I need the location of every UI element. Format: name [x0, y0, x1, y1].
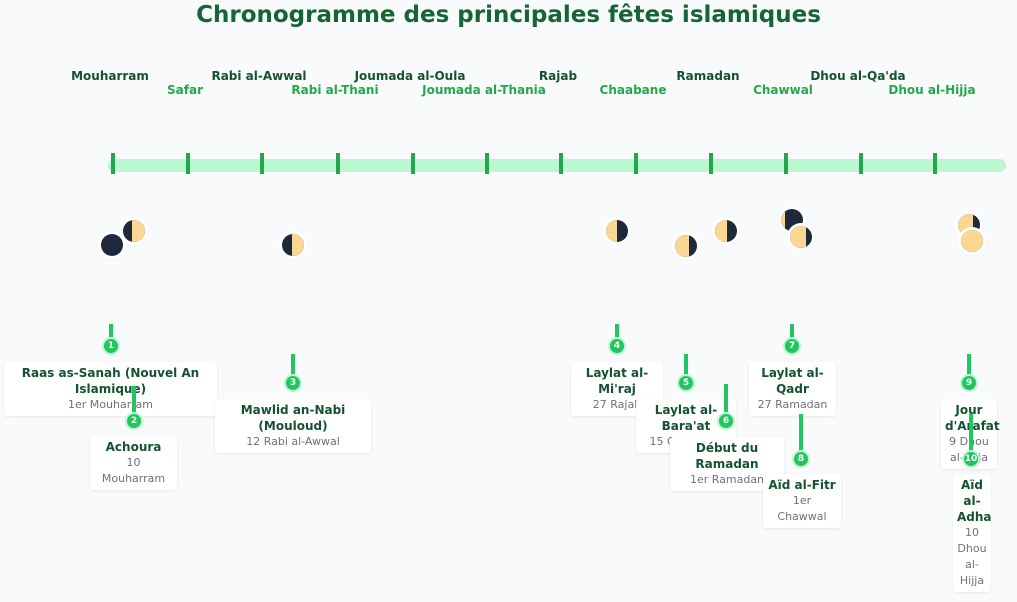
month-tick	[634, 153, 638, 174]
event-stem	[799, 414, 803, 451]
month-label: Chawwal	[753, 83, 813, 97]
event-stem	[132, 386, 136, 414]
event-date: 27 Ramadan	[757, 398, 828, 411]
month-label: Rajab	[538, 69, 578, 83]
moon-phase-icon	[123, 220, 145, 242]
event-number-badge: 2	[125, 412, 143, 430]
moon-phase-icon	[282, 234, 304, 256]
event-card: Aïd al-Fitr 1er Chawwal	[763, 474, 841, 528]
event-name: Laylat al-Qadr	[761, 366, 824, 396]
month-label: Joumada al-Thania	[422, 83, 546, 97]
moon-phase-icon	[790, 226, 812, 248]
month-tick	[260, 153, 264, 174]
moon-phase-icon	[715, 220, 737, 242]
month-tick	[485, 153, 489, 174]
moon-phase-icon	[101, 234, 123, 256]
event-name: Laylat al-Bara'at	[654, 403, 718, 433]
event-name: Aïd al-Fitr	[768, 478, 836, 492]
event-name: Mawlid an-Nabi (Mouloud)	[240, 403, 346, 433]
event-card: Achoura 10 Mouharram	[90, 436, 177, 490]
event-date: 10 Dhou al-Hijja	[957, 526, 987, 587]
event-stem	[615, 324, 619, 338]
month-label: Chaabane	[599, 83, 667, 97]
event-date: 1er Mouharram	[68, 398, 153, 411]
event-date: 1er Ramadan	[689, 473, 765, 486]
event-number-badge: 5	[677, 374, 695, 392]
month-tick	[336, 153, 340, 174]
event-number-badge: 1	[102, 337, 120, 355]
month-tick	[933, 153, 937, 174]
event-stem	[967, 354, 971, 375]
event-card: Mawlid an-Nabi (Mouloud) 12 Rabi al-Awwal	[215, 399, 371, 453]
month-tick	[709, 153, 713, 174]
month-tick	[559, 153, 563, 174]
event-stem	[291, 354, 295, 375]
month-label: Dhou al-Hijja	[888, 83, 976, 97]
chart-title: Chronogramme des principales fêtes islam…	[196, 2, 821, 28]
event-name: Raas as-Sanah (Nouvel An Islamique)	[21, 366, 200, 396]
month-label: Ramadan	[676, 69, 740, 83]
event-stem	[684, 354, 688, 375]
month-label: Rabi al-Thani	[291, 83, 379, 97]
event-number-badge: 10	[962, 450, 980, 468]
month-label: Safar	[167, 83, 203, 97]
event-name: Aïd al-Adha	[957, 478, 992, 524]
event-stem	[969, 414, 973, 451]
event-date: 12 Rabi al-Awwal	[246, 435, 340, 448]
event-card: Laylat al-Mi'raj 27 Rajab	[571, 362, 663, 416]
month-label: Mouharram	[71, 69, 149, 83]
moon-phase-icon	[781, 209, 803, 231]
event-number-badge: 4	[608, 337, 626, 355]
event-stem	[724, 384, 728, 412]
event-name: Laylat al-Mi'raj	[585, 366, 649, 396]
event-card: Laylat al-Qadr 27 Ramadan	[749, 362, 836, 416]
moon-phase-icon	[675, 235, 697, 257]
event-date: 1er Chawwal	[777, 494, 827, 523]
event-stem	[109, 324, 113, 338]
event-number-badge: 9	[960, 374, 978, 392]
event-date: 27 Rajab	[592, 398, 642, 411]
event-number-badge: 6	[717, 412, 735, 430]
event-name: Achoura	[105, 440, 162, 454]
month-label: Joumada al-Oula	[354, 69, 466, 83]
event-name: Début du Ramadan	[695, 441, 759, 471]
month-label: Dhou al-Qa'da	[810, 69, 906, 83]
moon-phase-icon	[961, 230, 983, 252]
moon-phase-icon	[606, 220, 628, 242]
month-tick	[859, 153, 863, 174]
month-tick	[111, 153, 115, 174]
month-label: Rabi al-Awwal	[211, 69, 307, 83]
event-number-badge: 7	[783, 337, 801, 355]
event-date: 10 Mouharram	[101, 456, 166, 485]
month-tick	[411, 153, 415, 174]
timeline-track	[108, 159, 1006, 172]
event-card: Raas as-Sanah (Nouvel An Islamique) 1er M…	[4, 362, 217, 416]
month-tick	[784, 153, 788, 174]
month-tick	[186, 153, 190, 174]
event-number-badge: 8	[792, 450, 810, 468]
event-stem	[790, 324, 794, 338]
event-number-badge: 3	[284, 374, 302, 392]
